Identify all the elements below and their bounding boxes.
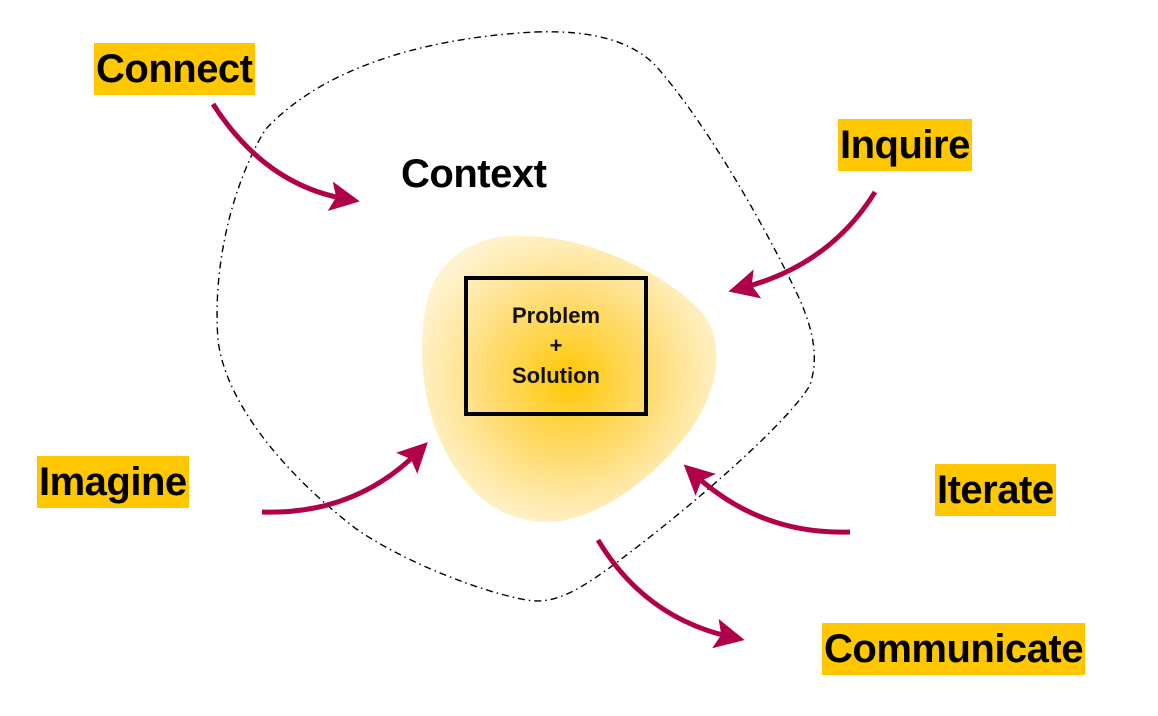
context-title: Context bbox=[401, 152, 547, 196]
problem-solution-box: Problem + Solution bbox=[464, 276, 648, 416]
iterate-arrow bbox=[683, 464, 851, 535]
label-connect: Connect bbox=[94, 43, 255, 95]
context-boundary bbox=[216, 31, 815, 602]
core-line-solution: Solution bbox=[512, 363, 600, 388]
core-line-plus: + bbox=[549, 333, 563, 358]
label-communicate: Communicate bbox=[822, 623, 1085, 675]
label-inquire: Inquire bbox=[838, 119, 972, 171]
core-line-problem: Problem bbox=[511, 303, 601, 328]
imagine-arrow bbox=[261, 442, 428, 515]
label-iterate: Iterate bbox=[935, 464, 1056, 516]
connect-arrow bbox=[210, 102, 360, 212]
core-glow-blob bbox=[421, 235, 717, 522]
arrows bbox=[210, 102, 878, 649]
inquire-arrow bbox=[728, 190, 878, 299]
label-imagine: Imagine bbox=[37, 456, 189, 508]
communicate-arrow bbox=[595, 538, 745, 649]
